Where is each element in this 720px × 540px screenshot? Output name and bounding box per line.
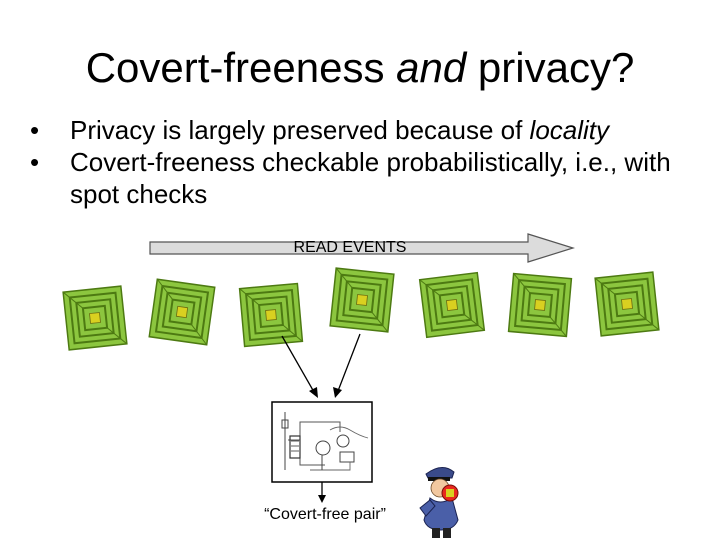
bullet-list: Privacy is largely preserved because of …	[30, 114, 710, 210]
rfid-tag-icon	[329, 267, 395, 333]
circuit-diagram-icon	[271, 401, 373, 483]
covert-free-pair-caption: “Covert-free pair”	[264, 506, 386, 523]
title-part-2: privacy?	[466, 44, 635, 91]
rfid-tag-icon	[62, 285, 128, 351]
read-events-arrow	[149, 233, 576, 263]
bullet-italic: locality	[529, 115, 610, 145]
rfid-tag-icon	[418, 271, 486, 339]
title-part-1: Covert-freeness	[85, 44, 397, 91]
rfid-tag-icon	[507, 272, 573, 338]
bullet-text: Privacy is largely preserved because of	[70, 115, 530, 145]
rfid-tag-icon	[238, 282, 304, 348]
slide-title: Covert-freeness and privacy?	[0, 42, 720, 94]
bullet-item-spot-checks: Covert-freeness checkable probabilistica…	[30, 146, 710, 210]
rfid-tag-icon	[148, 278, 216, 346]
read-events-label: READ EVENTS	[293, 239, 407, 256]
rfid-tag-icon	[594, 271, 660, 337]
pointer-arrow	[333, 333, 361, 398]
police-officer-icon	[419, 467, 459, 538]
title-italic: and	[396, 44, 467, 91]
pointer-arrow	[281, 335, 318, 398]
pointer-arrow	[318, 482, 326, 503]
bullet-item-locality: Privacy is largely preserved because of …	[30, 114, 710, 146]
bullet-text: Covert-freeness checkable probabilistica…	[70, 147, 671, 209]
